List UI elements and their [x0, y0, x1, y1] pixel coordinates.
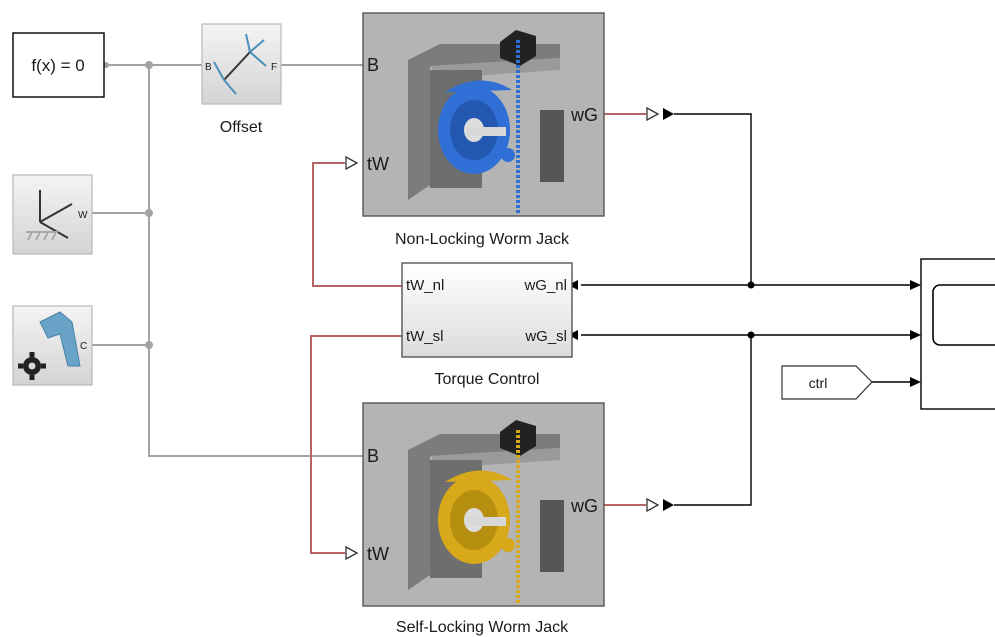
- ctrl-tag-text: ctrl: [809, 375, 828, 391]
- world-port-w: W: [78, 210, 88, 221]
- torque-control-block[interactable]: tW_nl tW_sl wG_nl wG_sl Torque Control: [401, 262, 573, 388]
- selflocking-port-b: B: [367, 446, 379, 466]
- torque-control-label: Torque Control: [435, 371, 540, 388]
- selflocking-port-wg: wG: [570, 496, 598, 516]
- world-frame-icon: [26, 190, 73, 241]
- solver-config-block[interactable]: f(x) = 0: [12, 32, 105, 98]
- line-tw-nl-to-nonlocking[interactable]: [312, 162, 403, 287]
- worm-jack-graphic-nonlocking: [408, 30, 564, 215]
- physical-signal-connections: [310, 113, 646, 554]
- nonlocking-port-wg: wG: [570, 105, 598, 125]
- signal-connections: [581, 113, 912, 506]
- config-port-c: C: [80, 341, 87, 352]
- offset-block[interactable]: B F Offset: [201, 23, 282, 136]
- mechanism-config-block[interactable]: C: [12, 305, 93, 386]
- nonlocking-worm-jack-block[interactable]: B tW wG Non-Locking Worm Jack: [362, 12, 605, 248]
- rigid-transform-icon: [213, 33, 267, 95]
- ctrl-from-tag[interactable]: ctrl: [781, 365, 873, 400]
- torque-out-wg-nl: wG_nl: [523, 277, 567, 294]
- worm-jack-graphic-selflocking: [408, 420, 564, 605]
- torque-in-tw-sl: tW_sl: [406, 328, 444, 345]
- signal-wg-nl[interactable]: [674, 113, 752, 285]
- solver-config-text: f(x) = 0: [31, 56, 84, 75]
- torque-out-wg-sl: wG_sl: [524, 328, 567, 345]
- nonlocking-port-b: B: [367, 55, 379, 75]
- scope-icon: [932, 284, 995, 346]
- mechanical-connections: [92, 64, 365, 457]
- offset-label: Offset: [220, 119, 263, 136]
- scope-block[interactable]: [920, 258, 995, 410]
- selflocking-label: Self-Locking Worm Jack: [396, 619, 569, 636]
- selflocking-port-tw: tW: [367, 544, 389, 564]
- gear-icon: [18, 352, 46, 380]
- selflocking-worm-jack-block[interactable]: B tW wG Self-Locking Worm Jack: [362, 402, 605, 636]
- line-world-bus[interactable]: [148, 65, 365, 457]
- signal-arrows: [568, 280, 921, 387]
- robot-arm-icon: [39, 311, 81, 367]
- offset-port-f: F: [271, 62, 277, 73]
- ps-converters: [345, 106, 674, 561]
- line-tw-sl-to-selflocking[interactable]: [310, 335, 403, 554]
- torque-in-tw-nl: tW_nl: [406, 277, 444, 294]
- nonlocking-label: Non-Locking Worm Jack: [395, 231, 570, 248]
- world-frame-block[interactable]: W: [12, 174, 93, 255]
- offset-port-b: B: [205, 62, 212, 73]
- nonlocking-port-tw: tW: [367, 154, 389, 174]
- signal-wg-sl[interactable]: [674, 335, 752, 506]
- junction-dots-gray: [103, 61, 153, 349]
